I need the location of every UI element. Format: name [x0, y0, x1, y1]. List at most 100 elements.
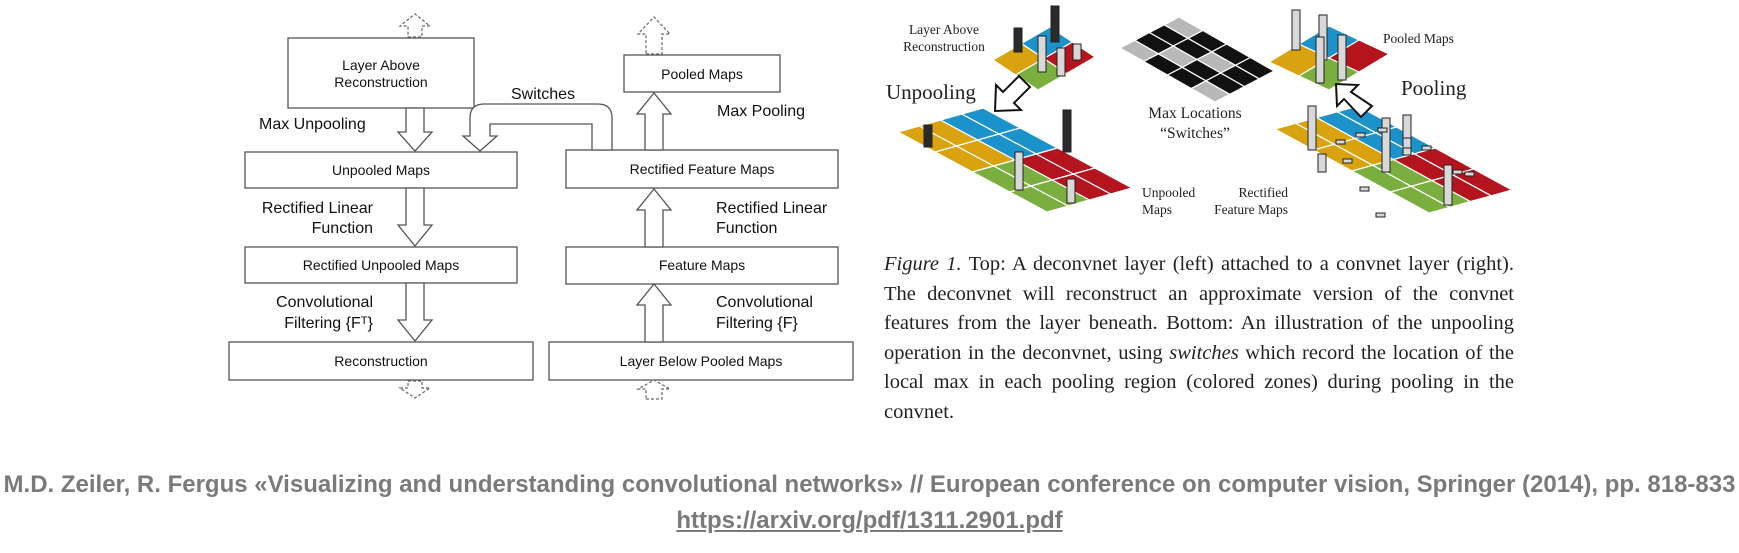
svg-text:Reconstruction: Reconstruction — [903, 39, 985, 54]
label-pooled-maps: Pooled Maps — [661, 66, 743, 82]
grid-switches — [1118, 16, 1276, 103]
bar-light — [1066, 178, 1076, 204]
bar-stub — [1464, 171, 1475, 177]
box-reconstruction — [228, 341, 534, 381]
bar-dark — [923, 124, 933, 148]
svg-text:Rectified: Rectified — [1239, 185, 1289, 200]
label-layer-above-line2: Reconstruction — [903, 39, 985, 54]
svg-text:Filtering {F}: Filtering {F} — [716, 315, 798, 332]
svg-text:Function: Function — [312, 220, 373, 237]
dashed-arrow-bottom-right — [635, 379, 673, 400]
label-rectified-linear-left-1: Rectified Linear — [262, 200, 374, 217]
svg-text:Layer Above: Layer Above — [909, 22, 979, 37]
bar-dark — [1013, 27, 1023, 53]
bar-light — [1337, 34, 1347, 81]
svg-text:Layer Above: Layer Above — [342, 57, 420, 73]
svg-text:Rectified Linear: Rectified Linear — [716, 200, 828, 217]
bar-stub — [1377, 127, 1388, 133]
bar-stub — [1421, 145, 1432, 151]
label-layer-below-pooled-maps: Layer Below Pooled Maps — [620, 353, 783, 369]
svg-text:Function: Function — [716, 220, 777, 237]
caption-text-part2: which record the location of the local m… — [884, 341, 1514, 423]
bar-light — [1037, 35, 1047, 73]
bar-light — [1315, 36, 1325, 84]
label-conv-filtering-right-1: Convolutional — [716, 294, 813, 311]
label-rectified-linear-left-2: Function — [312, 220, 373, 237]
arrow-rectified-linear-right — [635, 187, 673, 248]
caption-figure-label: Figure 1. — [884, 253, 962, 275]
svg-text:Convolutional: Convolutional — [716, 294, 813, 311]
caption-switches: switches — [1169, 341, 1239, 364]
box-unpooled-maps — [244, 151, 518, 189]
box-pooled-maps — [623, 54, 781, 93]
label-layer-above-line1: Layer Above — [342, 57, 420, 73]
label-rectified-feature-maps: Rectified Feature Maps — [630, 161, 775, 177]
svg-text:Maps: Maps — [1142, 202, 1172, 217]
pooling-illustration: Layer Above Reconstruction Unpooling Max… — [886, 5, 1514, 218]
bar-stub — [1355, 132, 1366, 138]
bar-light — [1402, 114, 1412, 156]
bar-light — [1307, 105, 1317, 151]
svg-text:Reconstruction: Reconstruction — [334, 74, 427, 90]
label-conv-filtering-right-2: Filtering {F} — [716, 315, 798, 332]
label-rectified-1: Rectified — [1239, 185, 1289, 200]
label-reconstruction: Reconstruction — [334, 353, 427, 369]
svg-text:“Switches”: “Switches” — [1160, 125, 1230, 142]
bar-stub — [1342, 158, 1353, 164]
svg-text:Convolutional: Convolutional — [276, 294, 373, 311]
arrow-max-unpooling — [396, 107, 434, 152]
svg-text:Unpooled: Unpooled — [1142, 185, 1195, 200]
bar-light — [1056, 47, 1066, 77]
bar-stub — [1375, 212, 1386, 218]
label-layer-above-line2: Reconstruction — [334, 74, 427, 90]
label-switches: Switches — [511, 86, 575, 103]
bar-dark — [1062, 109, 1072, 153]
label-conv-filtering-left-2: Filtering {Fᵀ} — [284, 315, 373, 332]
label-feature-maps: Feature Maps — [659, 257, 745, 273]
label-rectified-linear-right-2: Function — [716, 220, 777, 237]
svg-text:Feature Maps: Feature Maps — [1214, 202, 1288, 217]
bar-light — [1291, 9, 1301, 51]
bar-stub — [1452, 169, 1463, 175]
bar-light — [1014, 151, 1024, 191]
box-layer-above-reconstruction — [287, 37, 475, 109]
dashed-arrow-top-right — [636, 16, 672, 55]
label-pooled-maps: Pooled Maps — [1383, 31, 1454, 46]
label-rectified-2: Feature Maps — [1214, 202, 1288, 217]
arrow-conv-filtering-right — [635, 282, 673, 343]
arrow-rectified-linear-left — [396, 187, 434, 248]
svg-text:Max Locations: Max Locations — [1148, 105, 1241, 122]
grid-cell — [1071, 167, 1134, 195]
label-pooling: Pooling — [1401, 76, 1467, 100]
pooling-arrow-icon — [1334, 82, 1374, 119]
bar-light — [1443, 164, 1453, 206]
label-unpooling: Unpooling — [886, 80, 976, 104]
citation-link[interactable]: https://arxiv.org/pdf/1311.2901.pdf — [676, 507, 1063, 534]
grid-pooled-maps — [1267, 25, 1391, 91]
label-max-unpooling: Max Unpooling — [259, 116, 366, 133]
bar-light — [1402, 137, 1412, 149]
grid-cell — [1234, 56, 1276, 80]
label-max-locations: Max Locations — [1148, 105, 1241, 122]
label-unpooled-maps: Unpooled Maps — [332, 162, 430, 178]
deconvnet-flow-diagram: Layer Above Reconstruction Unpooled Maps… — [228, 13, 854, 400]
label-rectified-linear-right-1: Rectified Linear — [716, 200, 828, 217]
unpooling-arrow-icon — [993, 74, 1032, 113]
arrow-max-pooling — [635, 91, 673, 151]
bar-light — [1317, 153, 1327, 173]
citation: M.D. Zeiler, R. Fergus «Visualizing and … — [0, 467, 1739, 539]
dashed-arrow-top-left — [398, 13, 432, 38]
svg-text:Filtering {Fᵀ}: Filtering {Fᵀ} — [284, 315, 373, 332]
bar-stub — [1359, 186, 1370, 192]
bar-light — [1381, 117, 1391, 173]
citation-text: M.D. Zeiler, R. Fergus «Visualizing and … — [3, 471, 1736, 498]
switches-bridge-arrow — [461, 103, 613, 152]
box-feature-maps — [565, 246, 839, 285]
box-rectified-unpooled-maps — [244, 246, 518, 284]
label-layer-above-line1: Layer Above — [909, 22, 979, 37]
arrow-conv-filtering-left — [396, 282, 434, 343]
box-layer-below-pooled-maps — [548, 341, 854, 381]
bar-stub — [1335, 139, 1346, 145]
label-unpooled-maps-1: Unpooled — [1142, 185, 1195, 200]
svg-text:Rectified Linear: Rectified Linear — [262, 200, 374, 217]
